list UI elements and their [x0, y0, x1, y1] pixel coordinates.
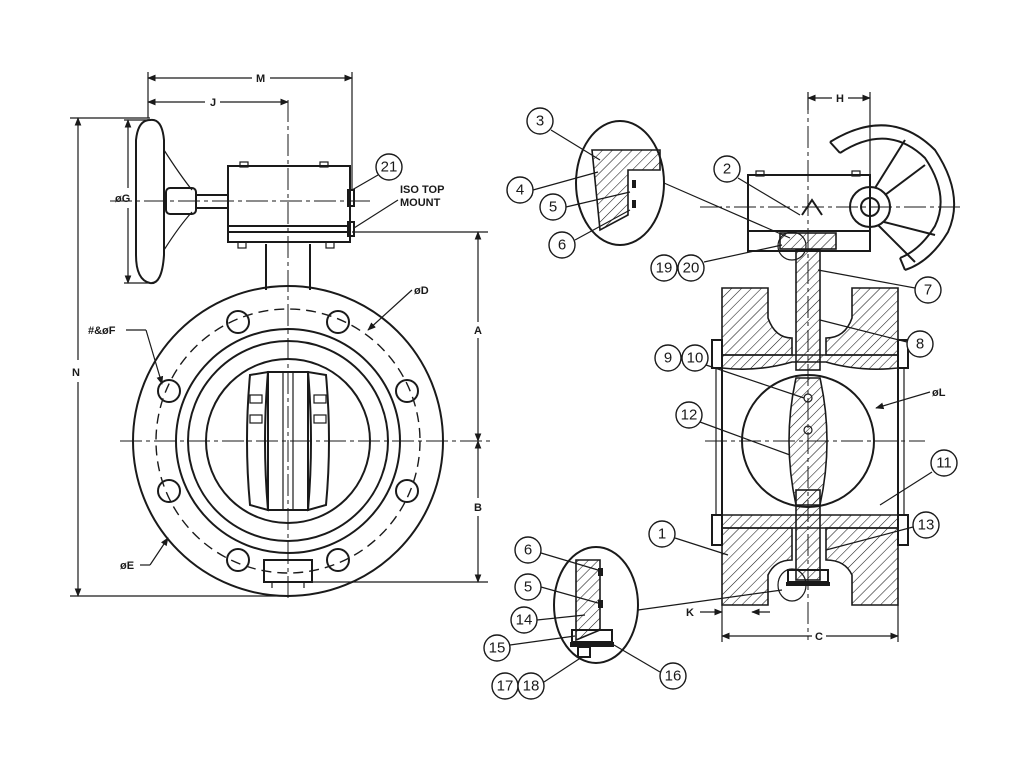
- dim-b: B: [474, 502, 482, 514]
- callout-11: 11: [936, 455, 952, 472]
- section-view: H K C øL 3 4 5: [483, 92, 960, 700]
- callout-2: 2: [723, 161, 731, 178]
- detail-bottom: [553, 546, 783, 664]
- callout-6-bottom: 6: [524, 542, 532, 559]
- callout-15: 15: [489, 640, 506, 657]
- callout-3: 3: [536, 113, 544, 130]
- callout-12: 12: [681, 407, 698, 424]
- callout-5-bottom: 5: [524, 579, 532, 596]
- front-dimensions: M J N øG A B: [70, 72, 488, 597]
- dim-h: H: [836, 93, 844, 105]
- dim-k: K: [686, 607, 694, 619]
- callouts: 3 4 5 6 2 19 20 7 8 9: [483, 107, 958, 700]
- dim-a: A: [474, 325, 482, 337]
- dim-j: J: [210, 97, 216, 109]
- disc: [246, 370, 330, 512]
- callout-18: 18: [523, 678, 540, 695]
- callout-1: 1: [658, 526, 666, 543]
- valve-body-section: [711, 249, 909, 606]
- callout-19: 19: [656, 260, 673, 277]
- callout-10: 10: [687, 350, 704, 367]
- dim-m: M: [256, 73, 265, 85]
- iso-label-line1: ISO TOP: [400, 184, 444, 196]
- callout-13: 13: [918, 517, 935, 534]
- dim-l: øL: [932, 387, 946, 399]
- callout-7: 7: [924, 282, 932, 299]
- callout-16: 16: [665, 668, 682, 685]
- callout-6-top: 6: [558, 237, 566, 254]
- section-dimensions: H K C øL: [686, 92, 946, 643]
- detail-top: [575, 120, 791, 246]
- callout-9: 9: [664, 350, 672, 367]
- callout-20: 20: [683, 260, 700, 277]
- dim-f: #&øF: [88, 325, 116, 337]
- callout-21: 21: [381, 159, 398, 176]
- dim-c: C: [815, 631, 823, 643]
- callout-5-top: 5: [549, 199, 557, 216]
- gearbox: [227, 161, 355, 249]
- callout-14: 14: [516, 612, 533, 629]
- front-view: M J N øG A B: [70, 72, 490, 600]
- dim-e: øE: [120, 560, 134, 572]
- iso-label-line2: MOUNT: [400, 197, 441, 209]
- callout-4: 4: [516, 182, 524, 199]
- callout-17: 17: [497, 678, 514, 695]
- section-handwheel: [829, 124, 956, 271]
- dim-d: øD: [414, 285, 429, 297]
- callout-8: 8: [916, 336, 924, 353]
- dim-g: øG: [115, 193, 130, 205]
- dim-n: N: [72, 367, 80, 379]
